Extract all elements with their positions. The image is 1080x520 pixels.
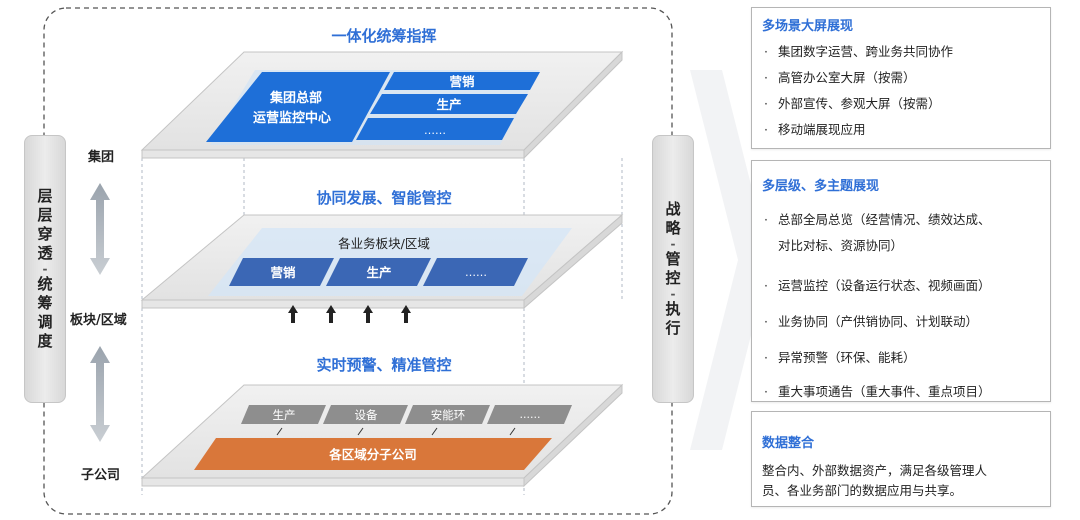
- top-item-bar: [384, 72, 540, 90]
- panel-bullet: ·外部宣传、参观大屏（按需）: [764, 96, 941, 111]
- panel-bullet: ·总部全局总览（经营情况、绩效达成、: [764, 212, 991, 227]
- level-label-group: 集团: [88, 150, 115, 165]
- left-banner-char: 筹: [37, 294, 53, 312]
- left-banner-char: 统: [37, 275, 53, 293]
- bottom-plate-edge: [141, 477, 525, 487]
- left-banner-char: 度: [37, 332, 53, 350]
- left-banner-char: 穿: [37, 225, 53, 243]
- top-item-marketing: 营销: [449, 74, 475, 89]
- top-item-bar: [370, 94, 528, 114]
- panel-title: 数据整合: [762, 436, 815, 451]
- panel-bullet: ·运营监控（设备运行状态、视频画面）: [764, 278, 991, 293]
- middle-item-box: [326, 258, 431, 286]
- bottom-item-tag: [405, 405, 490, 424]
- up-down-arrow-upper: [90, 183, 110, 275]
- panel-data-integration: 数据整合 整合内、外部数据资产，满足各级管理人 员、各业务部门的数据应用与共享。: [751, 411, 1051, 507]
- right-banner-char: 略: [665, 219, 681, 237]
- section-title-bottom: 实时预警、精准管控: [316, 356, 452, 374]
- right-vertical-banner: 战 略 - 管 控 - 执 行: [652, 135, 694, 403]
- panel-text: 员、各业务部门的数据应用与共享。: [762, 483, 963, 498]
- top-item-more: ……: [424, 124, 446, 137]
- top-plate-edge: [141, 149, 525, 159]
- panel-multi-scene-display: 多场景大屏展现 ·集团数字运营、跨业务共同协作 ·高管办公室大屏（按需） ·外部…: [751, 7, 1051, 149]
- panel-bullet: ·业务协同（产供销协同、计划联动）: [764, 314, 979, 329]
- right-banner-char: 战: [665, 200, 681, 218]
- left-banner-dash: -: [42, 262, 48, 276]
- bottom-base-bar: [194, 438, 552, 470]
- panel-title: 多层级、多主题展现: [762, 179, 880, 194]
- right-banner-char: 控: [665, 269, 681, 287]
- middle-plate-edge: [141, 299, 525, 309]
- panel-bullet: ·集团数字运营、跨业务共同协作: [764, 44, 954, 59]
- top-center-label-2: 运营监控中心: [253, 110, 331, 126]
- right-banner-char: 执: [665, 300, 681, 318]
- section-title-top: 一体化统筹指挥: [331, 27, 437, 45]
- level-label-block: 板块/区域: [70, 313, 127, 328]
- top-item-bar: [356, 118, 514, 140]
- up-arrow: [326, 305, 336, 323]
- left-banner-char: 调: [37, 313, 53, 331]
- left-vertical-banner: 层 层 穿 透 - 统 筹 调 度: [24, 135, 66, 403]
- panel-bullet-continuation: 对比对标、资源协同）: [778, 238, 904, 253]
- middle-item-box: [423, 258, 528, 286]
- middle-item-production: 生产: [366, 265, 391, 280]
- bottom-item-tag: [487, 405, 572, 424]
- up-arrow: [288, 305, 298, 323]
- bottom-base-label: 各区域分子公司: [328, 447, 417, 462]
- top-item-production: 生产: [436, 97, 461, 112]
- up-arrow: [363, 305, 373, 323]
- left-banner-char: 层: [37, 206, 53, 224]
- bottom-tag-more: ……: [520, 409, 541, 421]
- middle-item-marketing: 营销: [270, 265, 296, 280]
- bottom-plate-edge-side: [523, 383, 623, 488]
- middle-plate-edge-side: [523, 213, 623, 310]
- bottom-item-tag: [323, 405, 408, 424]
- left-banner-char: 层: [37, 187, 53, 205]
- up-arrow: [401, 305, 411, 323]
- level-label-subsidiary: 子公司: [81, 468, 121, 483]
- panel-bullet: ·移动端展现应用: [764, 122, 866, 137]
- bottom-tag-production: 生产: [273, 408, 296, 422]
- up-down-arrow-lower: [90, 346, 110, 442]
- bottom-tag-equipment: 设备: [355, 408, 378, 422]
- middle-item-box: [229, 258, 334, 286]
- panel-bullet: ·重大事项通告（重大事件、重点项目）: [764, 384, 991, 399]
- panel-title: 多场景大屏展现: [762, 19, 854, 34]
- right-banner-dash: -: [670, 287, 676, 301]
- panel-bullet: ·高管办公室大屏（按需）: [764, 70, 916, 85]
- right-banner-char: 管: [665, 250, 681, 268]
- panel-multi-level-display: 多层级、多主题展现 ·总部全局总览（经营情况、绩效达成、 对比对标、资源协同） …: [751, 160, 1051, 402]
- middle-item-more: ……: [465, 266, 487, 279]
- panel-bullet: ·异常预警（环保、能耗）: [764, 350, 916, 365]
- right-banner-char: 行: [665, 319, 681, 337]
- bottom-item-tag: [241, 405, 326, 424]
- top-center-block: [206, 72, 390, 142]
- section-title-middle: 协同发展、智能管控: [316, 189, 452, 207]
- top-plate-edge-side: [523, 50, 623, 160]
- top-center-label-1: 集团总部: [269, 90, 322, 106]
- panel-text: 整合内、外部数据资产，满足各级管理人: [762, 463, 988, 478]
- left-banner-char: 透: [37, 244, 53, 262]
- middle-plate-label: 各业务板块/区域: [338, 236, 430, 251]
- bottom-tag-safety-energy-env: 安能环: [431, 408, 466, 422]
- right-banner-dash: -: [670, 237, 676, 251]
